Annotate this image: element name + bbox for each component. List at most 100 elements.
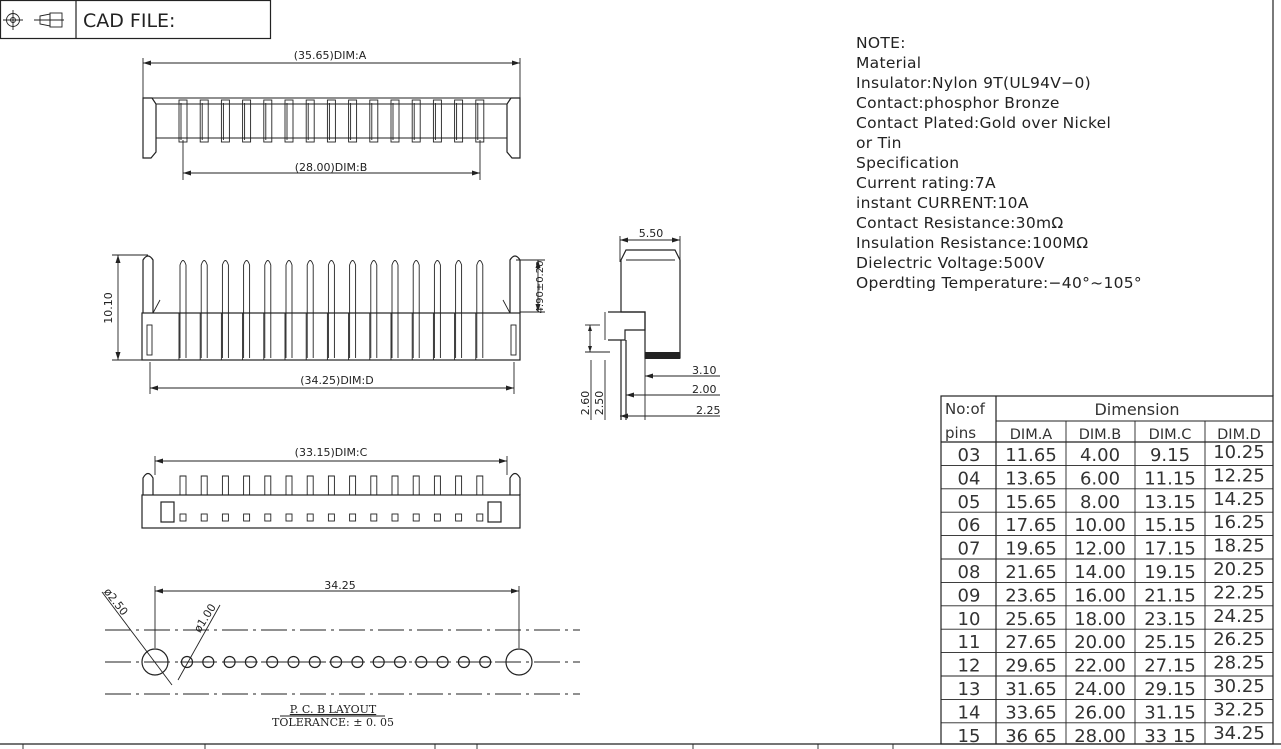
note-line: Current rating:7A	[856, 174, 996, 192]
dim-310-label: 3.10	[692, 364, 717, 377]
bottom-pin-slot	[433, 513, 441, 522]
bottom-pin-slot	[370, 513, 378, 522]
table-header-cell: DIM.C	[1149, 427, 1192, 443]
table-dim-cell: 4.00	[1080, 445, 1120, 466]
mount-hole-right	[505, 648, 533, 676]
top-pin	[432, 99, 442, 143]
top-pin	[178, 99, 188, 143]
table-dim-cell: 19.15	[1144, 562, 1196, 583]
table-dim-cell: 16.00	[1074, 585, 1126, 606]
side-width-label: 5.50	[639, 227, 664, 240]
top-pin	[220, 99, 230, 143]
top-pin	[305, 99, 315, 143]
note-line: Material	[856, 54, 921, 72]
bottom-pin	[455, 475, 463, 495]
front-pin	[370, 260, 378, 358]
table-dim-cell: 24.25	[1213, 606, 1265, 627]
table-dim-cell: 28.25	[1213, 653, 1265, 674]
bottom-pin-slot	[243, 513, 251, 522]
front-pin	[433, 260, 441, 358]
title-block: CAD FILE:	[0, 0, 272, 40]
target-icon	[3, 10, 23, 30]
table-pins-cell: 15	[958, 726, 981, 747]
table-dim-cell: 34.25	[1213, 723, 1265, 744]
front-pin	[327, 260, 335, 358]
table-dim-cell: 18.25	[1213, 536, 1265, 557]
note-line: or Tin	[856, 134, 902, 152]
table-pins-cell: 04	[958, 468, 981, 489]
table-dim-cell: 6.00	[1080, 468, 1120, 489]
bottom-pin	[412, 475, 420, 495]
dim-200-label: 2.00	[692, 383, 717, 396]
table-header-cell: DIM.B	[1079, 427, 1122, 443]
bottom-pin	[285, 475, 293, 495]
table-dim-cell: 31.65	[1005, 679, 1057, 700]
table-dim-cell: 8.00	[1080, 492, 1120, 513]
table-pins-cell: 06	[958, 515, 981, 536]
dimension-header: Dimension	[1094, 400, 1179, 419]
top-pin	[411, 99, 421, 143]
note-line: Specification	[856, 154, 959, 172]
table-dim-cell: 20.00	[1074, 632, 1126, 653]
table-pins-cell: 11	[958, 632, 981, 653]
pcb-span-label: 34.25	[324, 579, 356, 592]
bottom-pin-slot	[327, 513, 335, 522]
dim-c-label: (33.15)DIM:C	[295, 446, 368, 459]
table-dim-cell: 13.15	[1144, 492, 1196, 513]
side-view: 5.50 3.10 2.00 2.25 2.60 2.50	[579, 227, 721, 420]
table-pins-cell: 05	[958, 492, 981, 513]
bottom-pin	[327, 475, 335, 495]
table-dim-cell: 21.15	[1144, 585, 1196, 606]
dim-d-label: (34.25)DIM:D	[300, 374, 373, 387]
table-dim-cell: 11.15	[1144, 468, 1196, 489]
col-pins-label-1: No:of	[945, 400, 986, 418]
pin-height-label: 4.90±0.20	[535, 261, 546, 314]
table-dim-cell: 29.15	[1144, 679, 1196, 700]
table-dim-cell: 26.00	[1074, 702, 1126, 723]
table-dim-cell: 15.65	[1005, 492, 1057, 513]
note-line: Contact Resistance:30mΩ	[856, 214, 1064, 232]
bottom-pin-slot	[306, 513, 314, 522]
front-pin	[221, 260, 229, 358]
pcb-layout-title: P. C. B LAYOUT	[290, 703, 377, 716]
bottom-pin	[476, 475, 484, 495]
table-dim-cell: 9.15	[1150, 445, 1190, 466]
table-dim-cell: 11.65	[1005, 445, 1057, 466]
front-pin	[306, 260, 314, 358]
note-line: Operdting Temperature:−40°~105°	[856, 274, 1142, 292]
table-dim-cell: 10.25	[1213, 442, 1265, 463]
table-header-cell: DIM.A	[1010, 427, 1053, 443]
table-dim-cell: 33 15	[1144, 726, 1196, 747]
front-pin	[391, 260, 399, 358]
bottom-pin	[370, 475, 378, 495]
bottom-pin	[433, 475, 441, 495]
note-line: Insulation Resistance:100MΩ	[856, 234, 1088, 252]
table-dim-cell: 27.65	[1005, 632, 1057, 653]
table-pins-cell: 10	[958, 609, 981, 630]
table-dim-cell: 14.25	[1213, 489, 1265, 510]
dim-260-label: 2.60	[579, 391, 592, 416]
table-dim-cell: 23.65	[1005, 585, 1057, 606]
bottom-pin	[179, 475, 187, 495]
table-pins-cell: 14	[958, 702, 981, 723]
table-dim-cell: 32.25	[1213, 699, 1265, 720]
table-dim-cell: 29.65	[1005, 656, 1057, 677]
bottom-pin-slot	[285, 513, 293, 522]
table-header-cell: DIM.D	[1217, 427, 1261, 443]
note-line: Dielectric Voltage:500V	[856, 254, 1045, 272]
top-pin	[348, 99, 358, 143]
bottom-view: (33.15)DIM:C	[141, 446, 521, 529]
table-dim-cell: 22.25	[1213, 582, 1265, 603]
front-pin	[476, 260, 484, 358]
bottom-pin	[243, 475, 251, 495]
top-pin	[242, 99, 252, 143]
table-dim-cell: 18.00	[1074, 609, 1126, 630]
top-pin	[199, 99, 209, 143]
table-pins-cell: 03	[958, 445, 981, 466]
front-pin	[285, 260, 293, 358]
note-line: NOTE:	[856, 34, 906, 52]
bottom-pin-slot	[476, 513, 484, 522]
pcb-tolerance: TOLERANCE: ± 0. 05	[272, 716, 394, 729]
